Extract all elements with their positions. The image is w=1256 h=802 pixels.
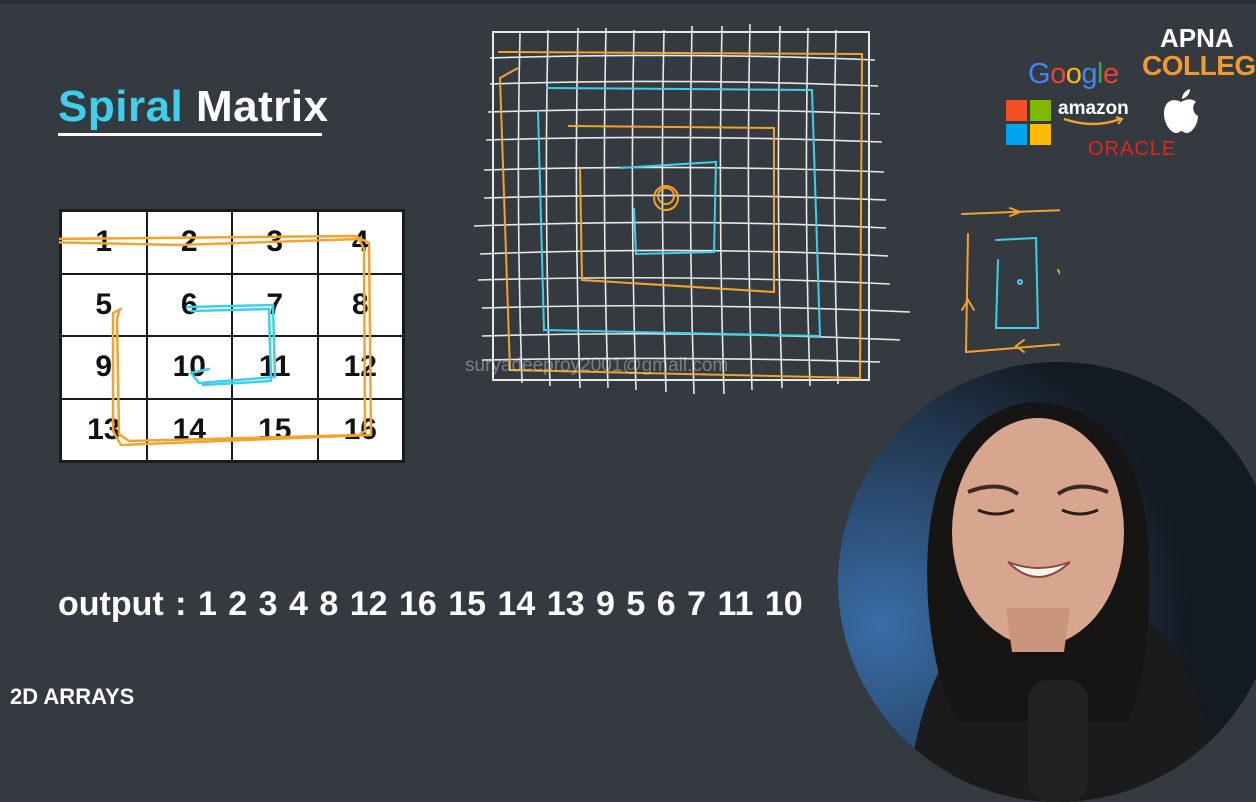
microsoft-square [1006, 124, 1027, 145]
orange-spiral-outer [59, 237, 367, 443]
presenter-image [838, 362, 1256, 802]
google-letter: g [1081, 58, 1097, 90]
presenter-face [952, 418, 1124, 646]
title-word-matrix: Matrix [196, 82, 329, 131]
sketch-grid-lines [473, 23, 910, 395]
matrix-cell: 5 [61, 273, 147, 336]
sketch-frame [492, 31, 870, 381]
google-logo: Google [1028, 58, 1119, 91]
google-letter: G [1028, 58, 1051, 90]
mini-spiral-diagram [961, 207, 1060, 354]
orange-spiral-outer-2 [59, 234, 373, 447]
output-separator: : [175, 585, 187, 623]
microphone [1028, 680, 1088, 802]
amazon-smile-icon [1063, 116, 1124, 126]
oracle-logo: ORACLE [1088, 138, 1177, 160]
matrix-cell: 10 [146, 336, 232, 399]
microsoft-square [1030, 100, 1051, 121]
microsoft-square [1030, 124, 1051, 145]
slide-title: Spiral Matrix [58, 82, 329, 132]
apple-logo-icon [1164, 89, 1198, 133]
mini-arrow-2 [1057, 269, 1060, 276]
spiral-sketch-drawing [473, 23, 910, 395]
mini-outer-path [961, 209, 1060, 354]
top-edge [0, 0, 1256, 4]
amazon-logo: amazon [1058, 98, 1129, 119]
apna-college-logo-bottom: COLLEGE [1142, 50, 1256, 81]
google-letter: e [1102, 58, 1119, 90]
email-watermark: suryadeeproy2001@gmail.com [465, 355, 729, 376]
title-word-spiral: Spiral [58, 82, 184, 131]
matrix-cell: 13 [61, 398, 147, 461]
sketch-cyan-spiral [537, 87, 822, 338]
matrix-cell: 9 [61, 336, 147, 399]
google-letter: l [1096, 58, 1103, 90]
google-letter: o [1065, 58, 1082, 90]
mini-arrow-3 [1014, 339, 1025, 353]
google-letter: o [1050, 58, 1066, 90]
matrix-cell: 15 [232, 398, 318, 461]
output-sequence: 1 2 3 4 8 12 16 15 14 13 9 5 6 7 11 10 [197, 585, 803, 623]
microsoft-logo-icon [1006, 100, 1051, 145]
mini-arrow-1 [1009, 207, 1023, 217]
presenter-neck [1006, 608, 1070, 652]
mini-arrow-4 [961, 298, 975, 311]
section-footer-label: 2D ARRAYS [10, 684, 135, 709]
spiral-path-overlay [59, 234, 373, 447]
output-label: output [58, 585, 164, 623]
mini-center-dot [1017, 279, 1023, 285]
mini-inner-path [994, 236, 1040, 329]
presenter-webcam [838, 362, 1256, 802]
output-line: output : 1 2 3 4 8 12 16 15 14 13 9 5 6 … [58, 585, 803, 624]
microsoft-square [1006, 100, 1027, 121]
title-underline [58, 133, 322, 136]
cyan-spiral-inner-2 [189, 307, 273, 387]
sketch-orange-spiral [497, 51, 864, 380]
cyan-spiral-inner [185, 303, 277, 385]
apna-college-logo-top: APNA [1160, 23, 1234, 53]
